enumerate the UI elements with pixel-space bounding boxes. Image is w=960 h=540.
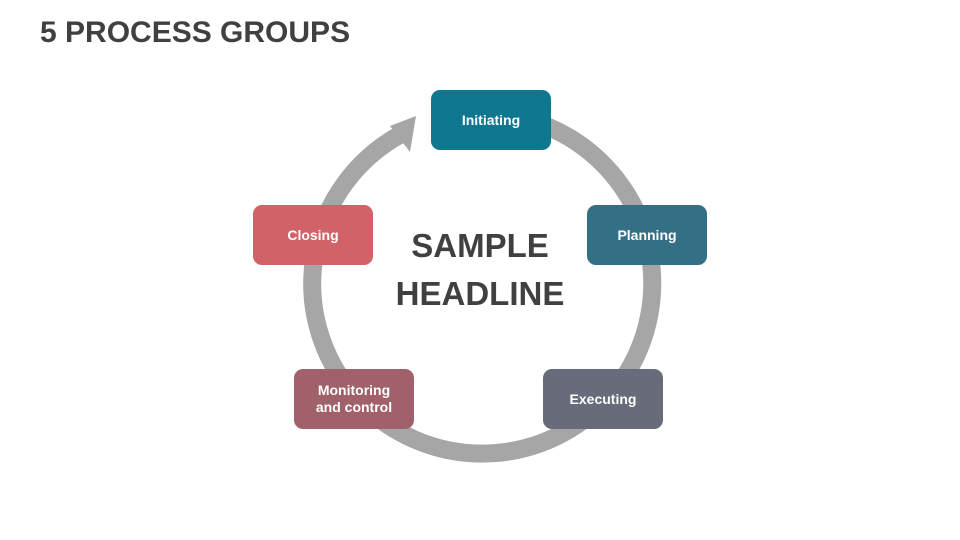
headline-line-2: HEADLINE (395, 275, 565, 312)
step-initiating: Initiating (431, 90, 551, 150)
step-planning: Planning (587, 205, 707, 265)
headline-line-1: SAMPLE (411, 227, 549, 264)
step-closing-label: Closing (287, 226, 339, 243)
step-monitoring-label: Monitoring and control (315, 382, 393, 415)
slide-title: 5 PROCESS GROUPS (40, 16, 351, 49)
step-executing-label: Executing (569, 390, 637, 407)
step-closing: Closing (253, 205, 373, 265)
step-executing: Executing (543, 369, 663, 429)
cycle-arrow-head (390, 116, 416, 152)
center-headline: SAMPLE HEADLINE (370, 222, 590, 318)
step-initiating-label: Initiating (461, 111, 521, 128)
step-planning-label: Planning (617, 226, 677, 243)
step-monitoring-and-control: Monitoring and control (294, 369, 414, 429)
